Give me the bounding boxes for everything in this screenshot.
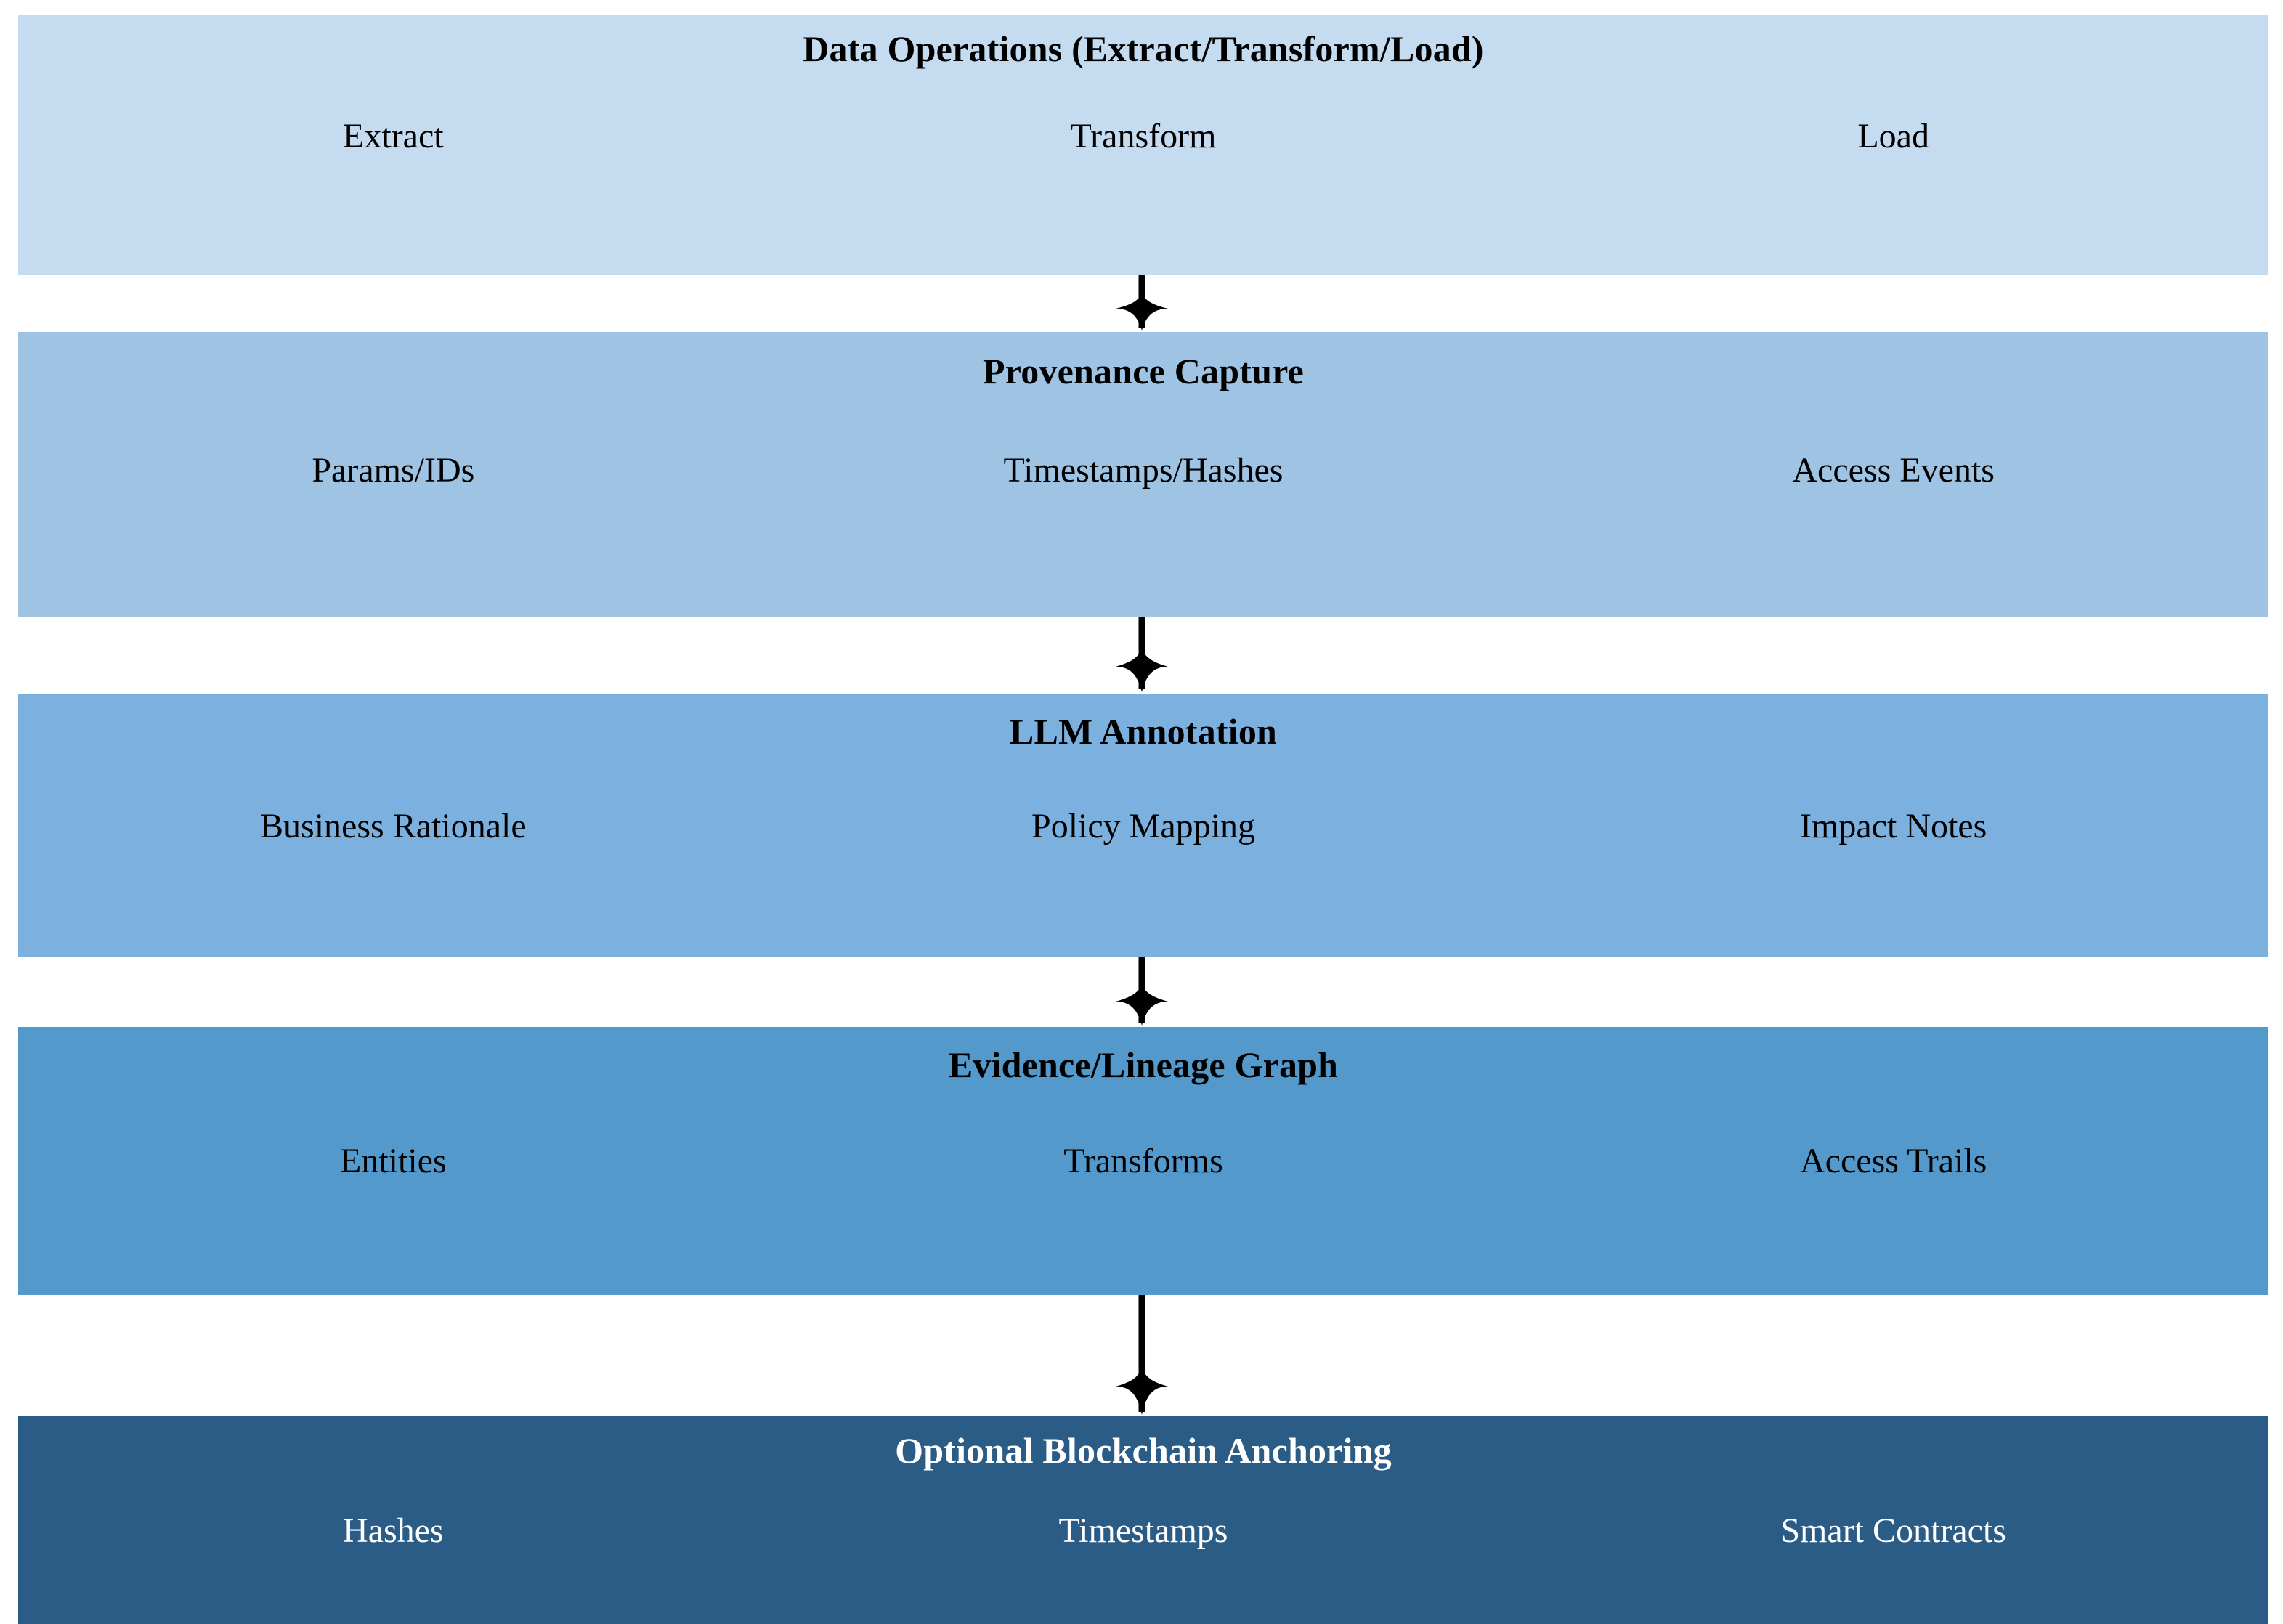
layer-provenance-capture: Provenance Capture Params/IDs Timestamps… xyxy=(18,332,2268,617)
layer-title: LLM Annotation xyxy=(1009,711,1278,752)
layer-item-access-events: Access Events xyxy=(1792,451,1995,490)
layer-title: Data Operations (Extract/Transform/Load) xyxy=(803,28,1484,69)
connector-arrow-4 xyxy=(1098,1295,1185,1416)
layer-item-load: Load xyxy=(1857,117,1929,155)
connector-arrow-3 xyxy=(1098,957,1185,1027)
connector-arrow-1 xyxy=(1098,275,1185,332)
layer-data-operations: Data Operations (Extract/Transform/Load)… xyxy=(18,15,2268,275)
down-arrow-icon xyxy=(1115,1295,1168,1415)
layer-items: Params/IDs Timestamps/Hashes Access Even… xyxy=(18,453,2268,488)
connector-arrow-2 xyxy=(1098,617,1185,694)
layer-item-access-trails: Access Trails xyxy=(1800,1142,1987,1180)
layer-llm-annotation: LLM Annotation Business Rationale Policy… xyxy=(18,694,2268,957)
layer-items: Business Rationale Policy Mapping Impact… xyxy=(18,809,2268,844)
layer-item-impact-notes: Impact Notes xyxy=(1800,807,1987,845)
layer-item-transform: Transform xyxy=(1070,117,1217,155)
layer-item-business-rationale: Business Rationale xyxy=(260,807,527,845)
layer-item-params-ids: Params/IDs xyxy=(312,451,475,490)
layer-item-timestamps-hashes: Timestamps/Hashes xyxy=(1003,451,1284,490)
layer-item-transforms: Transforms xyxy=(1063,1142,1223,1180)
layer-items: Hashes Timestamps Smart Contracts xyxy=(18,1514,2268,1548)
layer-item-entities: Entities xyxy=(340,1142,447,1180)
layer-items: Extract Transform Load xyxy=(18,119,2268,154)
layer-evidence-lineage-graph: Evidence/Lineage Graph Entities Transfor… xyxy=(18,1027,2268,1295)
layer-items: Entities Transforms Access Trails xyxy=(18,1144,2268,1179)
layer-item-policy-mapping: Policy Mapping xyxy=(1031,807,1255,845)
layer-optional-blockchain-anchoring: Optional Blockchain Anchoring Hashes Tim… xyxy=(18,1416,2268,1624)
down-arrow-icon xyxy=(1115,617,1168,692)
layer-item-timestamps: Timestamps xyxy=(1058,1511,1228,1550)
layer-item-smart-contracts: Smart Contracts xyxy=(1780,1511,2006,1550)
layer-title: Optional Blockchain Anchoring xyxy=(895,1430,1392,1471)
down-arrow-icon xyxy=(1115,275,1168,330)
layer-title: Provenance Capture xyxy=(983,351,1304,391)
layer-title: Evidence/Lineage Graph xyxy=(948,1044,1339,1085)
layer-item-hashes: Hashes xyxy=(343,1511,444,1550)
down-arrow-icon xyxy=(1115,957,1168,1026)
layer-item-extract: Extract xyxy=(343,117,444,155)
